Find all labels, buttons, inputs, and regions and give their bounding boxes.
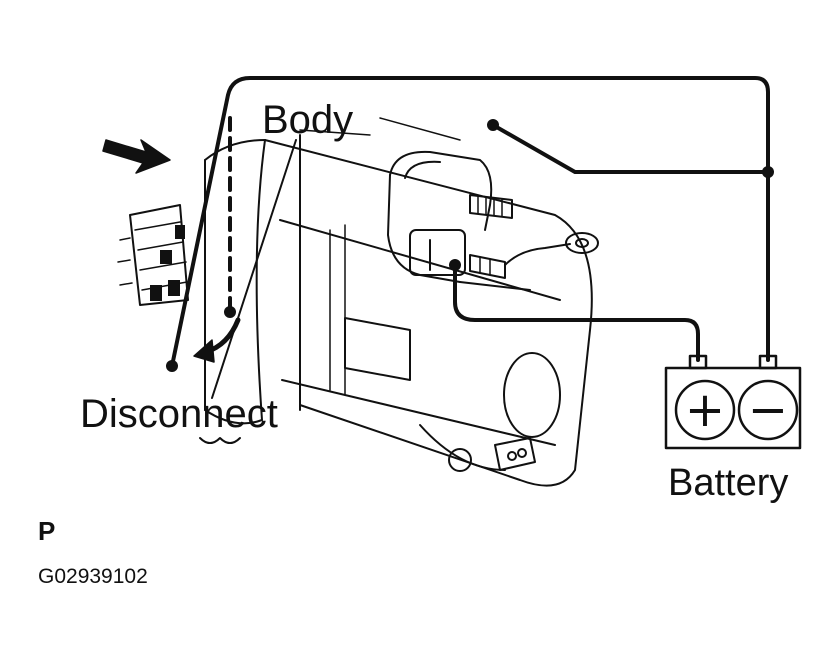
body-label: Body — [262, 98, 354, 142]
wire-battery-positive-to-terminal — [453, 263, 700, 362]
figure-id-label: G02939102 — [38, 565, 148, 588]
disconnected-wire-end — [224, 306, 236, 318]
starter-motor-illustration — [199, 117, 593, 487]
wire-body-to-battery-negative — [170, 76, 770, 368]
battery-positive-symbol: + — [685, 382, 725, 438]
pinion-gear-illustration — [117, 204, 189, 306]
battery-negative-terminal-icon — [737, 379, 799, 441]
battery-positive-terminal-icon — [674, 379, 736, 441]
body-ground-point — [487, 119, 499, 131]
push-direction-arrow-icon — [102, 139, 171, 174]
wire-end-point — [166, 360, 178, 372]
marker-label: P — [38, 516, 56, 546]
body-leader-line — [211, 139, 297, 399]
battery-label: Battery — [668, 462, 789, 504]
solenoid-assembly — [387, 150, 599, 291]
battery-negative-symbol: − — [748, 382, 788, 438]
wire-junction — [762, 166, 774, 178]
battery-symbol: + − — [664, 354, 802, 450]
terminal-connection-point — [449, 259, 461, 271]
disconnect-label: Disconnect — [80, 392, 278, 436]
